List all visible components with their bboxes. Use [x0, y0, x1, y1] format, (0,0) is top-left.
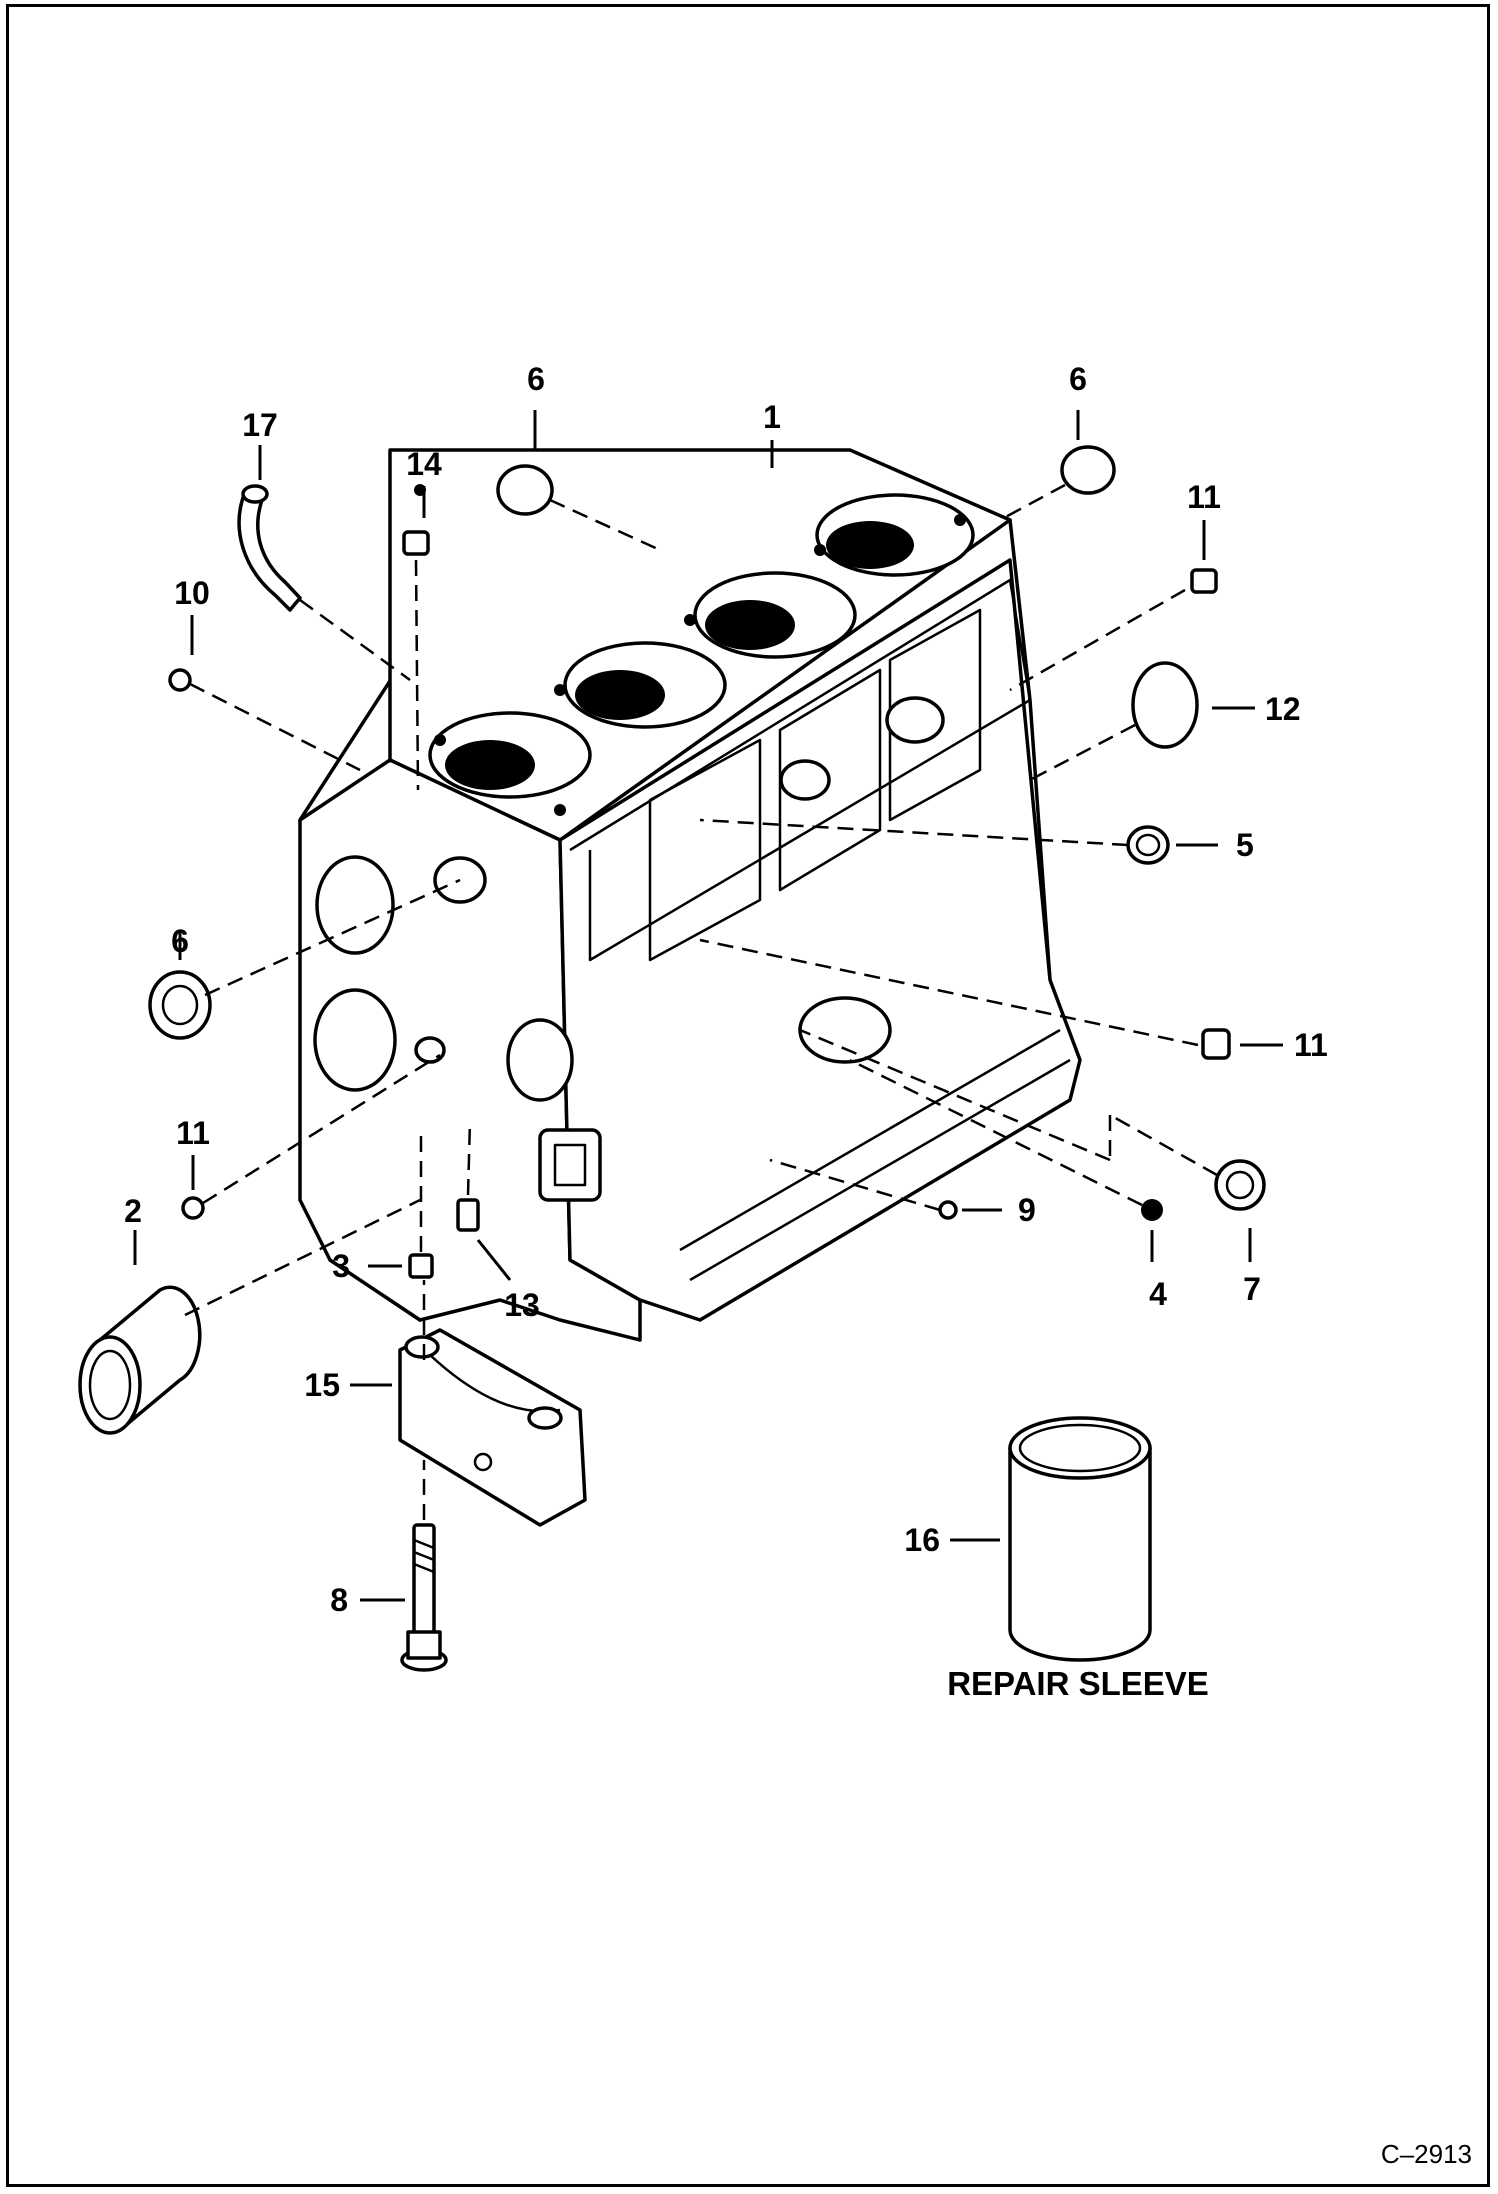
plug — [181, 1196, 205, 1220]
plug — [402, 530, 430, 556]
callout-11-left: 11 — [176, 1115, 210, 1151]
cylinder-block — [298, 448, 1082, 1342]
plug — [1141, 1199, 1163, 1221]
callout-16: 16 — [904, 1522, 940, 1558]
seal — [1126, 825, 1170, 865]
callout-6-top-right: 6 — [1069, 361, 1087, 397]
callout-14: 14 — [406, 446, 442, 482]
callout-8: 8 — [330, 1582, 348, 1618]
callout-3: 3 — [332, 1248, 350, 1284]
cap — [1131, 661, 1199, 749]
figure-code: C–2913 — [1381, 2139, 1472, 2169]
callout-13: 13 — [504, 1287, 540, 1323]
callout-12: 12 — [1265, 691, 1301, 727]
seal — [1214, 1159, 1266, 1211]
callout-6-top-left: 6 — [527, 361, 545, 397]
callout-17: 17 — [242, 407, 278, 443]
callout-2: 2 — [124, 1193, 142, 1229]
ball — [938, 1200, 958, 1220]
plug — [1201, 1028, 1231, 1060]
expansion-plug — [496, 464, 554, 516]
callout-15: 15 — [304, 1367, 340, 1403]
callout-10: 10 — [174, 575, 210, 611]
callout-5: 5 — [1236, 827, 1254, 863]
callout-6-left: 6 — [171, 923, 189, 959]
cap-bolt — [400, 1523, 448, 1672]
callout-4: 4 — [1149, 1276, 1167, 1312]
repair-sleeve — [1008, 1416, 1152, 1662]
plug — [1190, 568, 1218, 594]
expansion-plug — [1060, 445, 1116, 495]
explode-lines — [184, 483, 1218, 1520]
callout-labels: 1 2 3 4 5 6 6 6 7 8 9 10 11 11 11 12 13 … — [124, 361, 1328, 1618]
bushing — [78, 1285, 202, 1435]
plug — [168, 668, 192, 692]
callout-11-top: 11 — [1187, 479, 1221, 515]
seal — [148, 970, 212, 1040]
breather-pipe — [237, 490, 302, 612]
main-bearing-cap — [398, 1328, 587, 1527]
callout-7: 7 — [1243, 1271, 1261, 1307]
callout-11-right: 11 — [1294, 1027, 1328, 1063]
leader-lines — [133, 410, 1283, 1602]
callout-9: 9 — [1018, 1192, 1036, 1228]
callout-1: 1 — [763, 399, 781, 435]
dowel — [408, 1253, 434, 1279]
repair-sleeve-caption: REPAIR SLEEVE — [947, 1665, 1209, 1702]
screw — [456, 1198, 480, 1232]
